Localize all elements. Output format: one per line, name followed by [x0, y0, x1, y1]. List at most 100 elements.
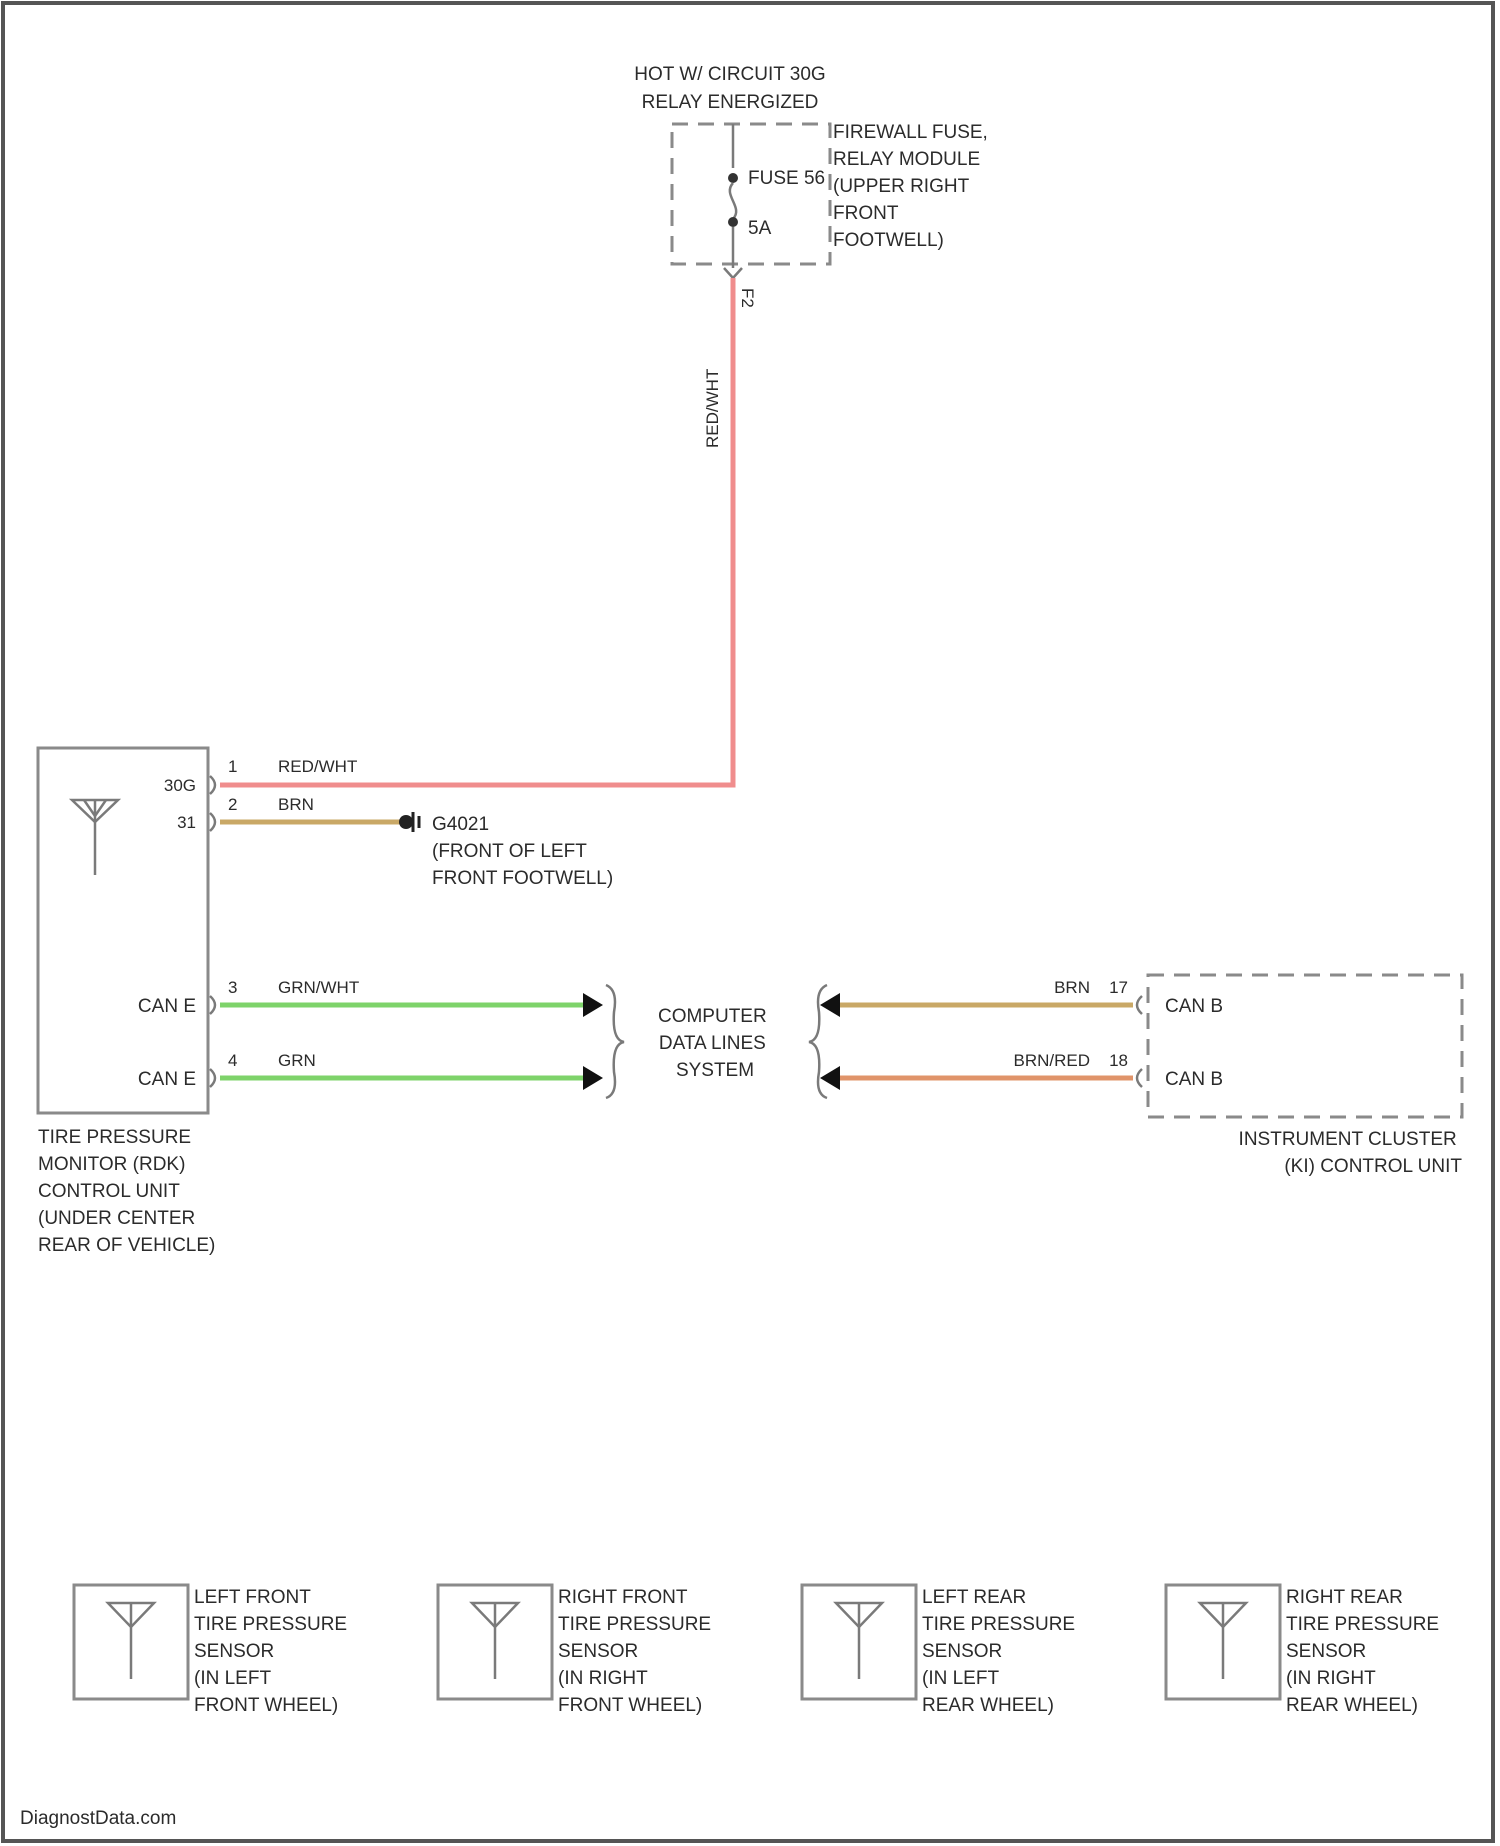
sensor-left-rear: LEFT REAR TIRE PRESSURE SENSOR (IN LEFT …	[802, 1585, 1080, 1716]
pin-number: 3	[228, 978, 237, 997]
sensor-label-line: (IN LEFT	[194, 1668, 271, 1689]
wire-label: BRN	[278, 795, 314, 814]
rdk-label-line: TIRE PRESSURE	[38, 1127, 191, 1148]
sensor-label-line: LEFT REAR	[922, 1587, 1026, 1608]
power-source: HOT W/ CIRCUIT 30G RELAY ENERGIZED FIREW…	[634, 64, 993, 448]
data-lines-system: COMPUTER DATA LINES SYSTEM	[606, 985, 827, 1098]
sensor-label-line: SENSOR	[558, 1641, 638, 1662]
left-brace	[606, 985, 624, 1098]
data-lines-label: COMPUTER DATA LINES SYSTEM	[658, 1006, 772, 1081]
fuse-module-box	[672, 124, 830, 264]
ground-icon	[399, 812, 419, 832]
pin-number: 4	[228, 1051, 237, 1070]
sensor-label-line: SENSOR	[922, 1641, 1002, 1662]
pin-number: 2	[228, 795, 237, 814]
arrow-icon	[583, 1066, 603, 1090]
source-title-line1: HOT W/ CIRCUIT 30G	[634, 64, 825, 85]
arrow-icon	[820, 1066, 840, 1090]
cluster-label-line: INSTRUMENT CLUSTER	[1239, 1129, 1457, 1150]
sensor-label-line: TIRE PRESSURE	[558, 1614, 711, 1635]
vertical-wire-color: RED/WHT	[703, 369, 722, 448]
connector-symbol	[724, 268, 742, 278]
source-title-line2: RELAY ENERGIZED	[642, 92, 819, 113]
ground-line: FRONT FOOTWELL)	[432, 868, 613, 889]
sensor-label-line: (IN RIGHT	[558, 1668, 648, 1689]
sensor-right-rear: RIGHT REAR TIRE PRESSURE SENSOR (IN RIGH…	[1166, 1585, 1444, 1716]
sensor-label-line: TIRE PRESSURE	[1286, 1614, 1439, 1635]
sensor-label-line: TIRE PRESSURE	[194, 1614, 347, 1635]
sensor-left-front: LEFT FRONT TIRE PRESSURE SENSOR (IN LEFT…	[74, 1585, 352, 1716]
sensor-label-line: RIGHT FRONT	[558, 1587, 688, 1608]
cluster-pin-terminal: CAN B	[1165, 1069, 1223, 1090]
diagram-border	[3, 3, 1493, 1841]
sensor-label-line: SENSOR	[1286, 1641, 1366, 1662]
connector-pin: F2	[738, 288, 757, 308]
fuse-module-location: FIREWALL FUSE, RELAY MODULE (UPPER RIGHT…	[833, 122, 993, 251]
antenna-icon	[836, 1603, 882, 1679]
location-line: (UPPER RIGHT	[833, 176, 970, 197]
connector-bracket	[1137, 996, 1142, 1014]
cluster-label: INSTRUMENT CLUSTER (KI) CONTROL UNIT	[1239, 1129, 1463, 1177]
ground-line: G4021	[432, 814, 489, 835]
fuse-rating: 5A	[748, 218, 772, 239]
wire-label: BRN	[1054, 978, 1090, 997]
rdk-label-line: MONITOR (RDK)	[38, 1154, 185, 1175]
cluster-pin-number: 17	[1109, 978, 1128, 997]
fuse-symbol	[730, 183, 736, 219]
fuse-terminal-top	[728, 173, 738, 183]
antenna-icon	[108, 1603, 154, 1679]
wire-label: RED/WHT	[278, 757, 357, 776]
wire-red-wht	[220, 278, 733, 785]
data-lines-line: SYSTEM	[676, 1060, 754, 1081]
pin-terminal-31: 31	[177, 813, 196, 832]
ground-location: G4021 (FRONT OF LEFT FRONT FOOTWELL)	[432, 814, 613, 889]
location-line: FRONT	[833, 203, 899, 224]
watermark: DiagnostData.com	[20, 1808, 176, 1829]
pin-terminal-can-e-2: CAN E	[138, 1069, 196, 1090]
sensor-label-line: REAR WHEEL)	[922, 1695, 1054, 1716]
location-line: FOOTWELL)	[833, 230, 944, 251]
sensor-right-front: RIGHT FRONT TIRE PRESSURE SENSOR (IN RIG…	[438, 1585, 716, 1716]
antenna-icon	[472, 1603, 518, 1679]
cluster-label-line: (KI) CONTROL UNIT	[1284, 1156, 1462, 1177]
fuse-terminal-bottom	[728, 217, 738, 227]
connector-bracket	[210, 1069, 215, 1087]
connector-bracket	[210, 996, 215, 1014]
sensor-label-line: FRONT WHEEL)	[194, 1695, 338, 1716]
connector-bracket	[210, 813, 215, 831]
sensor-label: RIGHT REAR TIRE PRESSURE SENSOR (IN RIGH…	[1286, 1587, 1444, 1716]
sensor-label: RIGHT FRONT TIRE PRESSURE SENSOR (IN RIG…	[558, 1587, 716, 1716]
rdk-label-line: CONTROL UNIT	[38, 1181, 180, 1202]
connector-bracket	[1137, 1069, 1142, 1087]
pin-terminal-can-e-1: CAN E	[138, 996, 196, 1017]
pin-number: 1	[228, 757, 237, 776]
connector-bracket	[210, 776, 215, 794]
sensor-label-line: REAR WHEEL)	[1286, 1695, 1418, 1716]
wire-label: GRN	[278, 1051, 316, 1070]
sensor-label-line: SENSOR	[194, 1641, 274, 1662]
wire-label: BRN/RED	[1013, 1051, 1090, 1070]
rdk-label-line: REAR OF VEHICLE)	[38, 1235, 215, 1256]
wire-label: GRN/WHT	[278, 978, 359, 997]
arrow-icon	[583, 993, 603, 1017]
sensor-label-line: LEFT FRONT	[194, 1587, 311, 1608]
rdk-box	[38, 748, 208, 1113]
rdk-label: TIRE PRESSURE MONITOR (RDK) CONTROL UNIT…	[38, 1127, 215, 1256]
cluster-pin-number: 18	[1109, 1051, 1128, 1070]
arrow-icon	[820, 993, 840, 1017]
ground-line: (FRONT OF LEFT	[432, 841, 587, 862]
sensor-label: LEFT REAR TIRE PRESSURE SENSOR (IN LEFT …	[922, 1587, 1080, 1716]
data-lines-line: DATA LINES	[659, 1033, 766, 1054]
antenna-icon	[1200, 1603, 1246, 1679]
sensor-label-line: (IN RIGHT	[1286, 1668, 1376, 1689]
antenna-icon	[72, 800, 118, 875]
data-lines-line: COMPUTER	[658, 1006, 767, 1027]
sensor-label-line: (IN LEFT	[922, 1668, 999, 1689]
cluster-pin-terminal: CAN B	[1165, 996, 1223, 1017]
location-line: RELAY MODULE	[833, 149, 980, 170]
rdk-label-line: (UNDER CENTER	[38, 1208, 195, 1229]
fuse-name: FUSE 56	[748, 168, 825, 189]
sensor-label-line: RIGHT REAR	[1286, 1587, 1403, 1608]
sensor-label: LEFT FRONT TIRE PRESSURE SENSOR (IN LEFT…	[194, 1587, 352, 1716]
